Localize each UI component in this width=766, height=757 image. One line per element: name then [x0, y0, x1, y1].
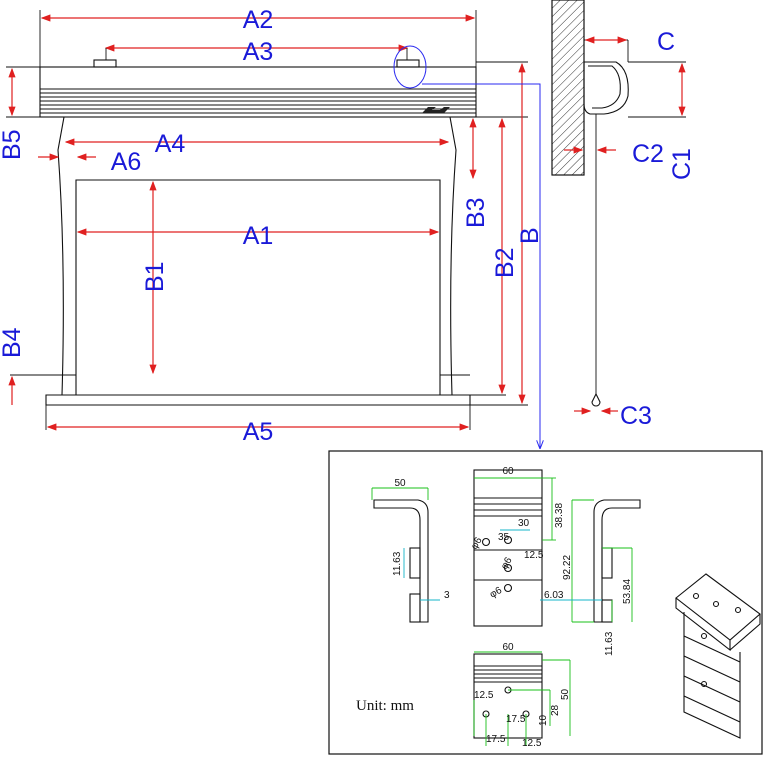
dim-profile-11-63: 11.63: [604, 631, 615, 656]
unit-label: Unit: mm: [356, 698, 414, 714]
dim-front-35: 35: [498, 532, 510, 543]
dim-side-3: 3: [444, 590, 450, 601]
bracket-3d-view: [675, 573, 761, 739]
dim-bottom-12-5-b: 12.5: [522, 738, 542, 749]
screen-side-view: [551, 0, 686, 415]
dim-bottom-17-5-b: 17.5: [486, 734, 506, 745]
label-a5: A5: [243, 418, 274, 446]
dim-front-phi6-b: φ6: [499, 555, 515, 571]
label-a2: A2: [243, 6, 274, 34]
bracket-profile-view: [540, 499, 641, 623]
bracket-callout: [393, 45, 540, 448]
label-b4: B4: [0, 327, 26, 358]
label-b2: B2: [491, 247, 519, 278]
dim-front-60: 60: [502, 466, 514, 477]
label-c2: C2: [632, 140, 664, 168]
logo-mark: [422, 107, 450, 113]
label-a6: A6: [111, 148, 142, 176]
bracket-bottom-view: [473, 651, 571, 746]
dimension-lines-b: [6, 61, 528, 406]
label-b1: B1: [141, 261, 169, 292]
label-b: B: [516, 227, 544, 244]
dim-profile-6-03: 6.03: [544, 590, 564, 601]
label-c1: C1: [668, 148, 696, 180]
dim-bottom-12-5-a: 12.5: [474, 690, 494, 701]
label-c3: C3: [620, 402, 652, 430]
dim-profile-92-22: 92.22: [562, 555, 573, 580]
dim-bottom-50: 50: [560, 688, 571, 700]
dim-front-12-5: 12.5: [524, 550, 544, 561]
screen-front-view: [10, 59, 477, 406]
dim-side-11-63: 11.63: [392, 551, 403, 576]
label-a1: A1: [243, 222, 274, 250]
label-b5: B5: [0, 129, 26, 160]
dim-bottom-17-5-a: 17.5: [506, 714, 526, 725]
bracket-front-view: [473, 469, 556, 627]
label-a4: A4: [155, 130, 186, 158]
dim-front-30: 30: [518, 518, 530, 529]
label-b3: B3: [462, 197, 490, 228]
dimension-lines-a: [38, 10, 477, 431]
bracket-side-view: [371, 487, 440, 623]
dim-front-38-38: 38.38: [554, 503, 565, 528]
dim-bottom-10: 10: [538, 714, 549, 726]
label-c: C: [657, 28, 675, 56]
dim-front-phi6-c: φ6: [488, 585, 504, 601]
label-a3: A3: [243, 38, 274, 66]
dim-side-50: 50: [394, 478, 406, 489]
dim-bottom-28: 28: [550, 704, 561, 716]
bracket-detail-box: [328, 450, 763, 755]
dim-front-phi6-a: φ6: [469, 535, 485, 551]
dim-profile-53-84: 53.84: [622, 579, 633, 604]
dim-bottom-60: 60: [502, 642, 514, 653]
